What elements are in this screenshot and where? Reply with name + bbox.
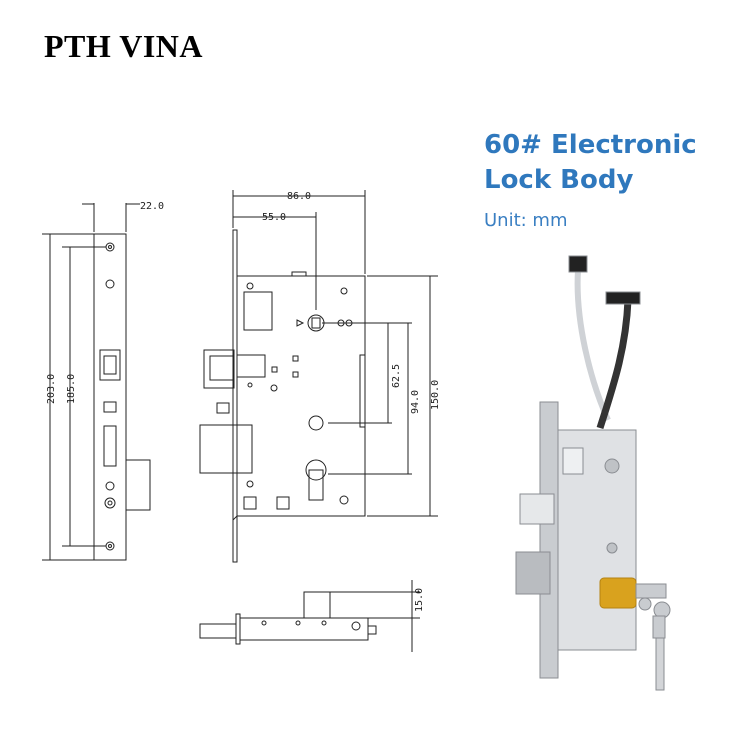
side-view: 22.0 203.0 185.0 xyxy=(42,201,164,561)
dim-faceplate-thickness: 22.0 xyxy=(140,201,164,212)
front-faceplate xyxy=(232,229,238,563)
product-title-line-1: 60# Electronic xyxy=(484,130,697,160)
dim-latch-projection: 15.0 xyxy=(414,588,425,612)
dim-body-height: 150.0 xyxy=(430,380,441,410)
dim-handle-to-lower: 94.0 xyxy=(410,390,421,414)
product-title: 60# Electronic Lock Body xyxy=(484,128,697,198)
brass-cylinder xyxy=(599,577,637,609)
faceplate-outline xyxy=(93,233,127,561)
dim-faceplate-height: 203.0 xyxy=(46,374,57,404)
brand-name: PTH VINA xyxy=(44,28,203,64)
dim-backset: 55.0 xyxy=(262,212,286,223)
dim-body-width: 86.0 xyxy=(287,191,311,202)
key-blade xyxy=(655,637,665,691)
cable-black xyxy=(596,299,632,430)
product-latch xyxy=(519,493,555,525)
dim-handle-to-cylinder: 62.5 xyxy=(391,364,402,388)
cable-white xyxy=(574,269,611,422)
product-faceplate xyxy=(539,401,559,679)
product-title-line-2: Lock Body xyxy=(484,165,634,195)
front-view: 86.0 55.0 62.5 xyxy=(199,190,441,563)
case-outline xyxy=(236,275,366,517)
dim-screw-spacing: 185.0 xyxy=(66,374,77,404)
connector-plug xyxy=(605,291,641,305)
unit-label: Unit: mm xyxy=(484,210,568,231)
product-deadbolt xyxy=(515,551,551,595)
connector-top xyxy=(568,255,588,273)
lock-body-illustration xyxy=(515,255,671,691)
top-view: 15.0 xyxy=(199,580,425,652)
